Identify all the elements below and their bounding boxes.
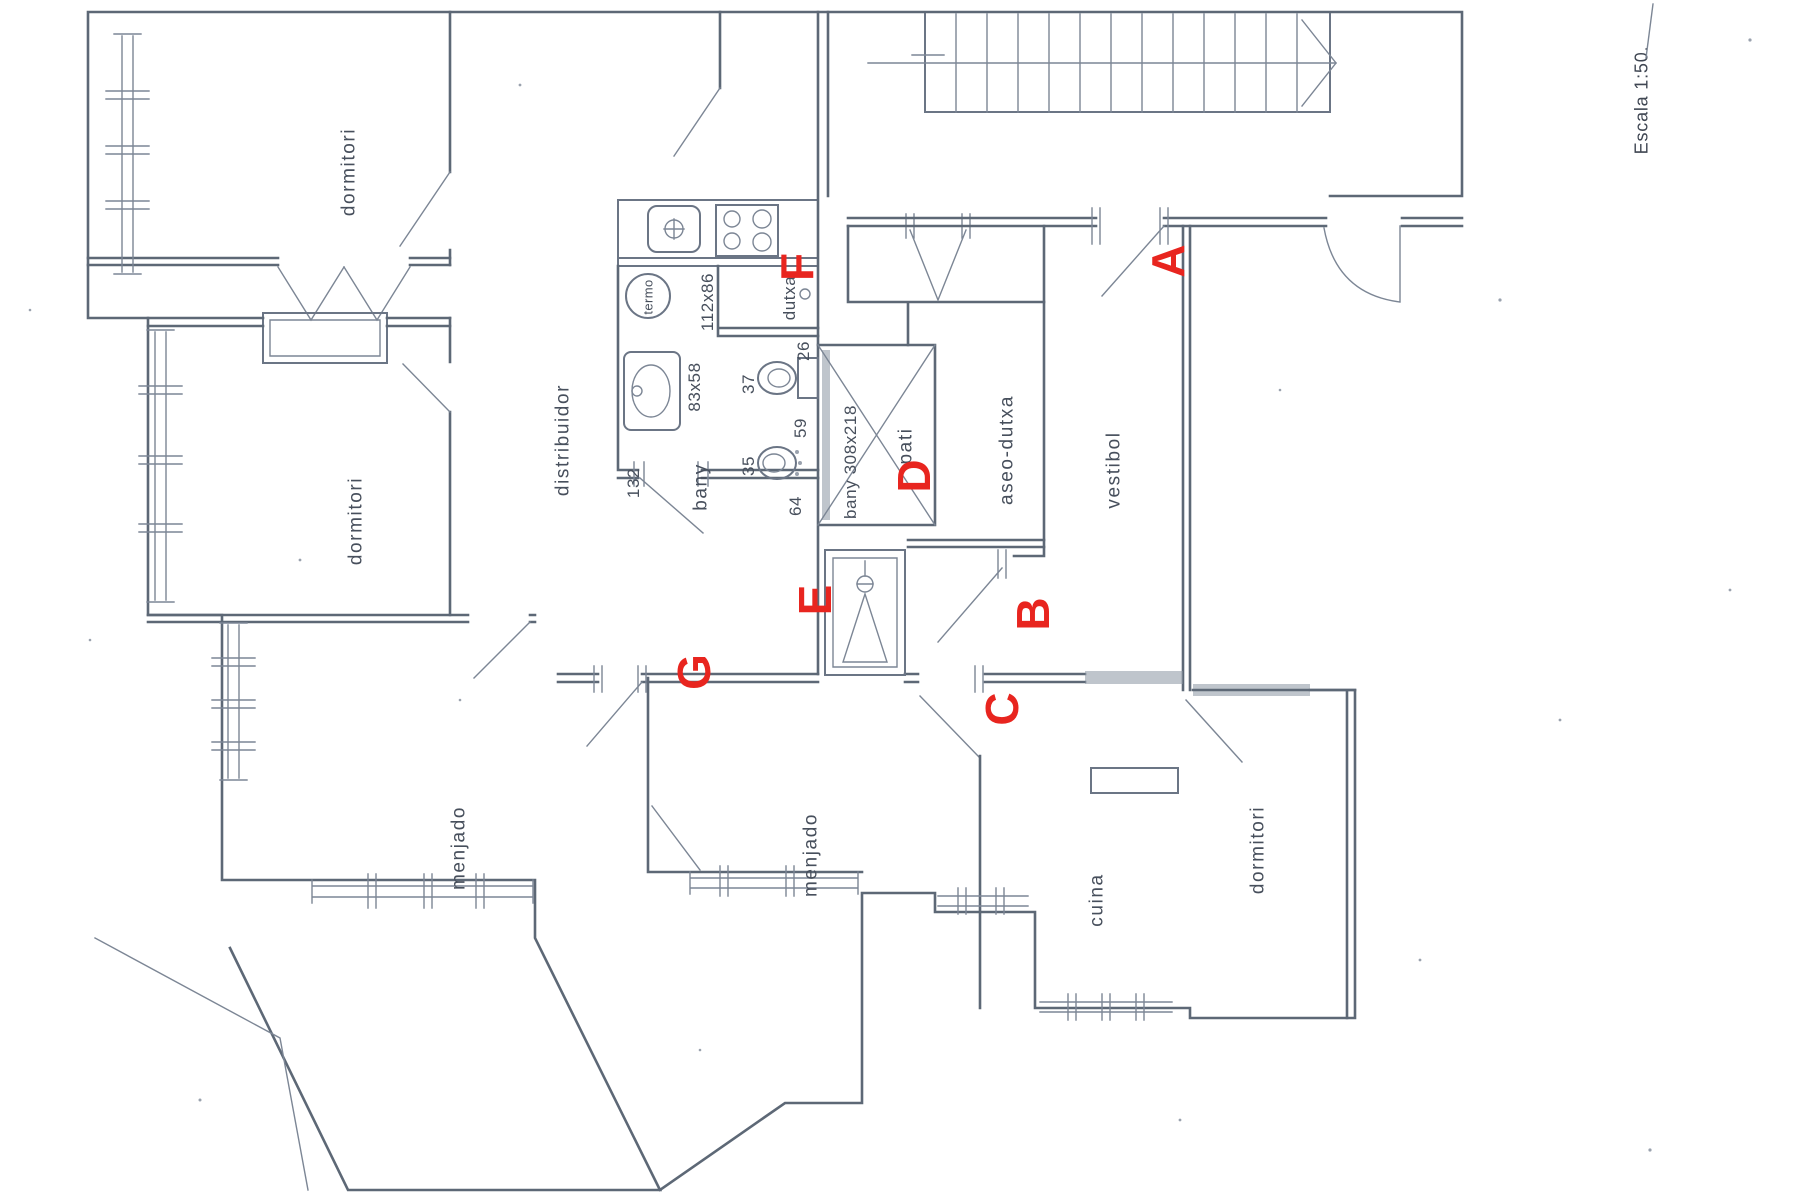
- door-swing: [473, 621, 531, 679]
- room-label-menjado-2: menjado: [801, 813, 822, 897]
- closet: [262, 312, 388, 364]
- dimension-shower-tray: 112x86: [698, 273, 717, 331]
- stairs: [867, 13, 1337, 113]
- door-swing: [651, 805, 701, 871]
- scale-label: Escala 1:50.: [1631, 46, 1651, 155]
- water-heater-icon: [625, 273, 671, 319]
- window-menjado-center: [689, 865, 859, 897]
- window-menjado-left: [311, 873, 534, 909]
- door-swing: [673, 87, 721, 157]
- room-label-pati: pati: [896, 427, 917, 464]
- entry-door-arc: [1323, 225, 1401, 303]
- dimension-wc-bidet-gap: 59: [791, 418, 810, 438]
- room-label-distribuidor: distribuidor: [553, 384, 574, 496]
- dimension-labels: 112x86 83x58 26 37 59 35 64 132 bany 308…: [624, 273, 860, 519]
- dimension-bidet-width: 35: [739, 456, 758, 476]
- dimension-bany-door: 132: [624, 468, 643, 498]
- scan-speckles: [28, 38, 1752, 1152]
- water-heater-label: termo: [641, 279, 656, 314]
- room-label-aseo-dutxa: aseo-dutxa: [997, 395, 1018, 505]
- door-swing-g: [586, 681, 643, 747]
- bidet-icon: [757, 446, 802, 480]
- dimension-bidet-length: 64: [786, 496, 805, 516]
- marker-c[interactable]: C: [976, 692, 1028, 725]
- stove-icon: [715, 204, 779, 257]
- fixtures: [623, 204, 906, 676]
- window-cuina: [937, 887, 1029, 915]
- dimension-wc-cistern: 26: [794, 341, 813, 361]
- room-label-menjado-1: menjado: [449, 806, 470, 890]
- terrace-edge: [94, 937, 309, 1191]
- room-label-bany: bany: [691, 463, 712, 511]
- dimension-washbasin: 83x58: [685, 362, 704, 411]
- door-swing-c: [919, 695, 980, 758]
- sink-icon: [647, 205, 701, 253]
- door-swing: [399, 171, 451, 247]
- room-label-dormitori-1: dormitori: [339, 128, 360, 216]
- room-label-cuina: cuina: [1087, 873, 1108, 926]
- window-left-mid: [138, 329, 183, 603]
- kitchen-worktop: [1090, 767, 1179, 794]
- red-markers: A B C D E F G: [668, 244, 1194, 725]
- pati-cross: [817, 344, 936, 526]
- interior-walls: [86, 10, 1464, 1020]
- marker-g[interactable]: G: [668, 654, 720, 690]
- window-left-top: [105, 33, 150, 275]
- room-label-vestibol: vestibol: [1104, 431, 1125, 508]
- dimension-bany-window: bany 308x218: [841, 405, 860, 519]
- marker-e[interactable]: E: [789, 585, 841, 616]
- washbasin-icon: [623, 351, 681, 431]
- shower-drain-icon: [799, 288, 811, 300]
- dimension-wc-width: 37: [739, 374, 758, 394]
- marker-f[interactable]: F: [771, 253, 823, 281]
- window-left-low: [211, 622, 256, 781]
- door-swing: [1185, 699, 1243, 763]
- room-label-dormitori-3: dormitori: [1248, 806, 1269, 894]
- door-swing: [639, 477, 704, 534]
- windows: [105, 33, 1173, 1021]
- room-label-dutxa: dutxa: [780, 276, 799, 321]
- room-label-dormitori-2: dormitori: [346, 477, 367, 565]
- door-swing-a: [1101, 225, 1165, 297]
- toilet-icon: [757, 357, 819, 399]
- scale-note: Escala 1:50.: [1631, 3, 1654, 155]
- door-swing-b: [937, 567, 1003, 643]
- shower-tray-icon: [824, 549, 906, 676]
- outer-walls: [86, 10, 1464, 1192]
- pati-window-band: [822, 350, 830, 520]
- marker-a[interactable]: A: [1142, 244, 1194, 277]
- window-dormitori-3: [1039, 993, 1173, 1021]
- door-swing: [402, 363, 451, 413]
- marker-b[interactable]: B: [1007, 597, 1059, 630]
- room-labels: dormitori dormitori dormitori distribuid…: [339, 128, 1269, 927]
- marker-d[interactable]: D: [888, 459, 940, 492]
- stair-direction-chevron: [1301, 19, 1337, 107]
